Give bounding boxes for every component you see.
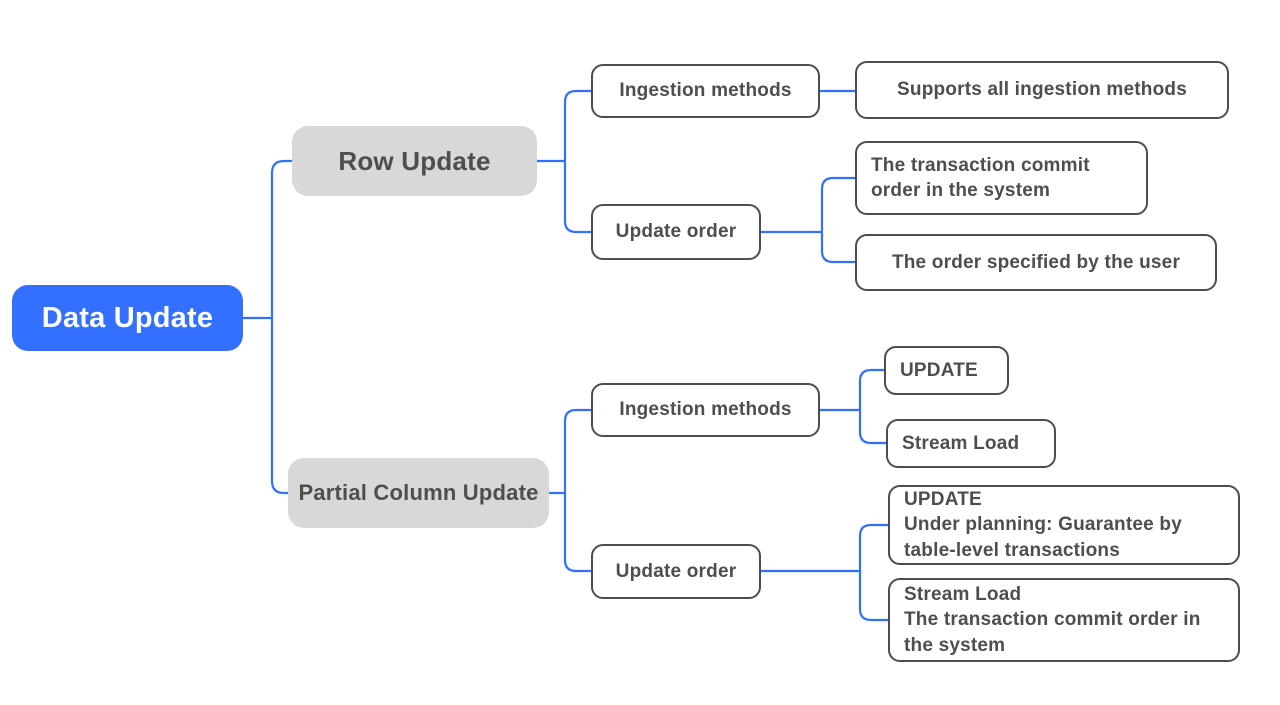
- connector-root-partial: [270, 318, 288, 495]
- connector-root-row-update: [270, 159, 292, 318]
- leaf-desc: The transaction commit order in the syst…: [904, 609, 1201, 656]
- connector-row-ingestion: [563, 89, 591, 161]
- leaf-title: Stream Load: [904, 584, 1022, 606]
- connector-order2-update: [858, 523, 888, 571]
- node-data-update[interactable]: Data Update: [12, 285, 243, 351]
- node-stream-load-transaction[interactable]: Stream Load The transaction commit order…: [888, 578, 1240, 662]
- node-order-specified-by-user[interactable]: The order specified by the user: [855, 234, 1217, 291]
- connector-order-transaction: [820, 176, 855, 232]
- node-row-ingestion-methods[interactable]: Ingestion methods: [591, 64, 820, 118]
- connector-order2-streamload: [858, 571, 888, 622]
- leaf-title: UPDATE: [904, 489, 982, 511]
- node-partial-ingestion-methods[interactable]: Ingestion methods: [591, 383, 820, 437]
- node-row-update-order[interactable]: Update order: [591, 204, 761, 260]
- node-update-leaf[interactable]: UPDATE: [884, 346, 1009, 395]
- node-stream-load-leaf[interactable]: Stream Load: [886, 419, 1056, 468]
- node-row-update[interactable]: Row Update: [292, 126, 537, 196]
- leaf-text: The transaction commit order in the syst…: [871, 154, 1090, 201]
- connector-partial-ingestion: [563, 408, 591, 493]
- node-partial-update-order[interactable]: Update order: [591, 544, 761, 599]
- node-supports-all-ingestion[interactable]: Supports all ingestion methods: [855, 61, 1229, 119]
- connector-order-specified: [820, 232, 855, 264]
- node-transaction-commit-order[interactable]: The transaction commit order in the syst…: [855, 141, 1148, 215]
- node-update-under-planning[interactable]: UPDATE Under planning: Guarantee by tabl…: [888, 485, 1240, 565]
- leaf-desc: Under planning: Guarantee by table-level…: [904, 514, 1182, 561]
- connector-ingestion2-update: [858, 368, 884, 410]
- connector-partial-order: [563, 493, 591, 573]
- connector-row-order: [563, 161, 591, 234]
- node-partial-column-update[interactable]: Partial Column Update: [288, 458, 549, 528]
- connector-ingestion2-streamload: [858, 410, 886, 445]
